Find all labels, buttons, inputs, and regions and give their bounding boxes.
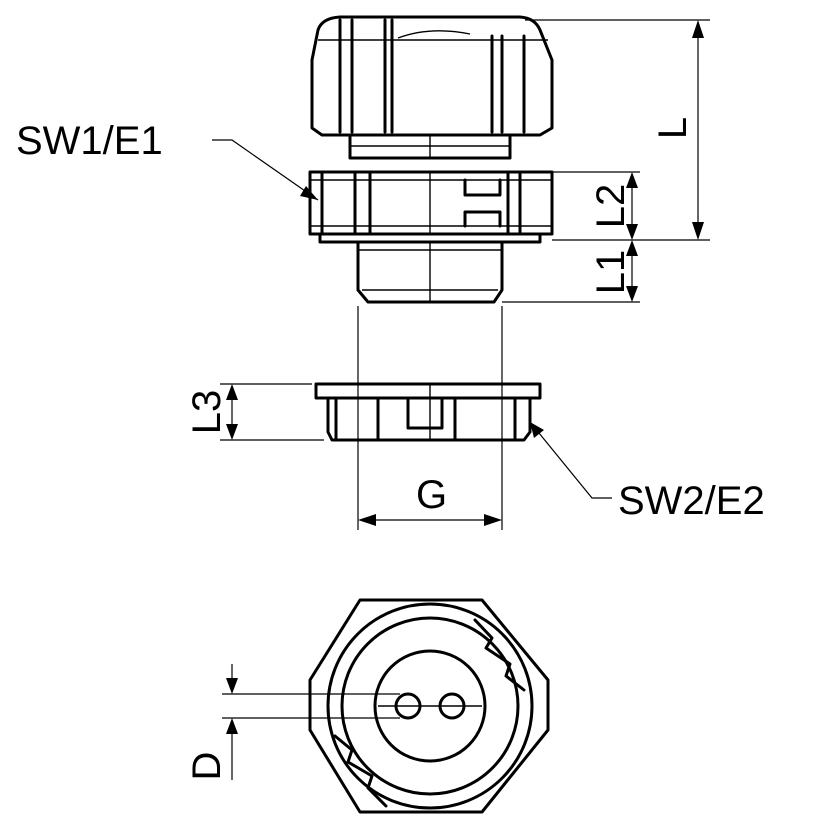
- label-g: G: [416, 473, 447, 517]
- label-l2: L2: [589, 184, 633, 229]
- label-sw2-e2: SW2/E2: [618, 479, 765, 523]
- gland-top-view: [308, 598, 550, 814]
- dimension-labels: SW1/E1 SW2/E2 G L L2 L1 L3 D: [16, 117, 765, 781]
- dimension-lines: [212, 19, 710, 780]
- label-sw1-e1: SW1/E1: [16, 119, 163, 163]
- label-d: D: [185, 752, 229, 781]
- label-l3: L3: [185, 390, 229, 435]
- label-l: L: [651, 117, 695, 139]
- lock-nut-side-view: [314, 382, 542, 442]
- label-l1: L1: [589, 250, 633, 295]
- gland-side-view: [308, 15, 554, 304]
